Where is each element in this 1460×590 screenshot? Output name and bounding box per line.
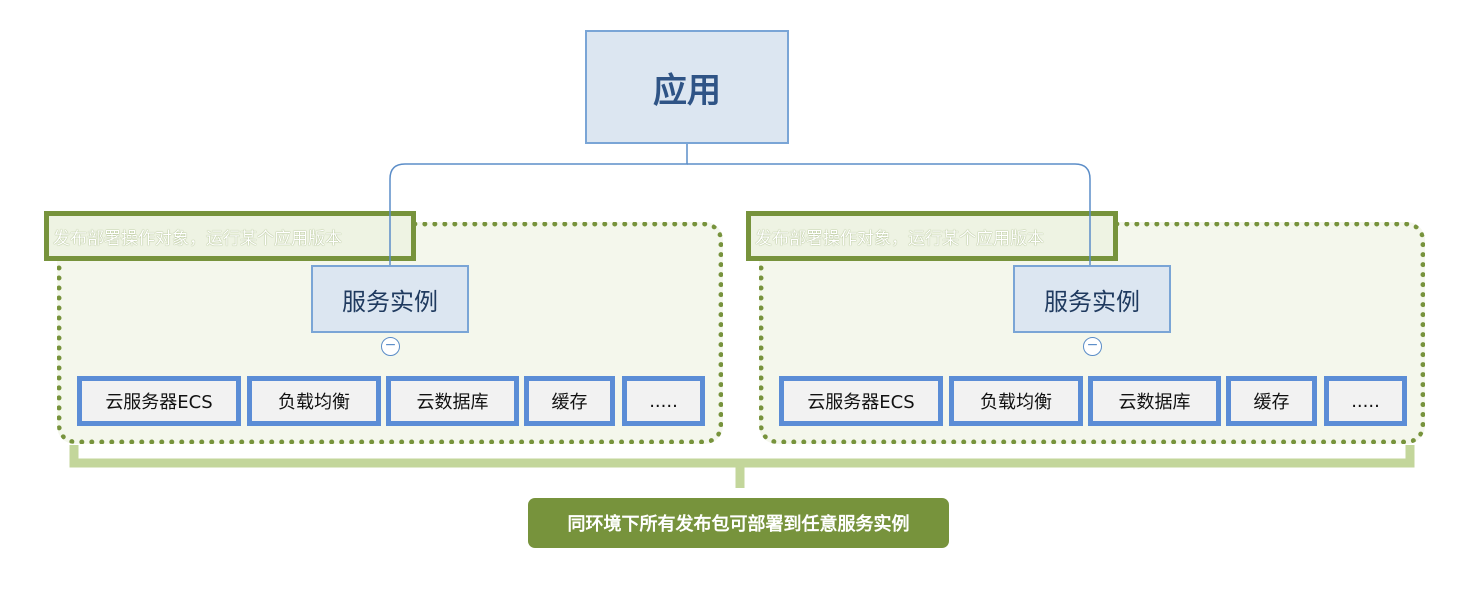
left-group-label-text: 发布部署操作对象，运行某个应用版本: [53, 228, 342, 249]
bottom-bracket: [69, 445, 1415, 488]
right-group-label: 发布部署操作对象，运行某个应用版本: [746, 211, 1118, 261]
right-resource-slb: 负载均衡: [949, 376, 1083, 426]
right-resource-slb-label: 负载均衡: [980, 392, 1052, 413]
left-service-instance-label: 服务实例: [342, 287, 438, 316]
right-resource-more-label: .....: [1351, 390, 1380, 412]
left-resource-rds: 云数据库: [386, 376, 519, 426]
app-root-node: 应用: [585, 30, 789, 144]
right-resource-ecs: 云服务器ECS: [779, 376, 943, 426]
left-resource-slb-label: 负载均衡: [278, 392, 350, 413]
right-service-instance-label: 服务实例: [1044, 287, 1140, 316]
root-to-left-instance-line: [389, 144, 688, 265]
right-resource-cache-label: 缓存: [1253, 392, 1290, 413]
root-to-right-instance-line: [687, 163, 1091, 265]
left-resource-more-label: .....: [649, 390, 678, 412]
right-resource-more: .....: [1324, 376, 1407, 426]
shared-deploy-note: 同环境下所有发布包可部署到任意服务实例: [528, 498, 949, 548]
left-resource-rds-label: 云数据库: [416, 392, 489, 413]
right-resource-rds-label: 云数据库: [1118, 392, 1191, 413]
right-group-label-text: 发布部署操作对象，运行某个应用版本: [755, 228, 1044, 249]
app-root-label: 应用: [653, 70, 721, 111]
right-resource-rds: 云数据库: [1088, 376, 1221, 426]
left-service-instance-node: 服务实例: [311, 265, 469, 333]
right-resource-cache: 缓存: [1226, 376, 1317, 426]
right-collapse-symbol: −: [1086, 337, 1099, 353]
left-resource-ecs-label: 云服务器ECS: [105, 392, 213, 413]
left-resource-more: .....: [622, 376, 705, 426]
left-group-label: 发布部署操作对象，运行某个应用版本: [44, 211, 416, 261]
shared-deploy-note-text: 同环境下所有发布包可部署到任意服务实例: [567, 514, 910, 535]
left-collapse-icon[interactable]: −: [381, 337, 400, 356]
right-collapse-icon[interactable]: −: [1083, 337, 1102, 356]
right-resource-ecs-label: 云服务器ECS: [807, 392, 915, 413]
left-resource-slb: 负载均衡: [247, 376, 381, 426]
right-service-instance-node: 服务实例: [1013, 265, 1171, 333]
left-resource-cache-label: 缓存: [551, 392, 588, 413]
left-resource-ecs: 云服务器ECS: [77, 376, 241, 426]
left-resource-cache: 缓存: [524, 376, 615, 426]
left-collapse-symbol: −: [384, 337, 397, 353]
